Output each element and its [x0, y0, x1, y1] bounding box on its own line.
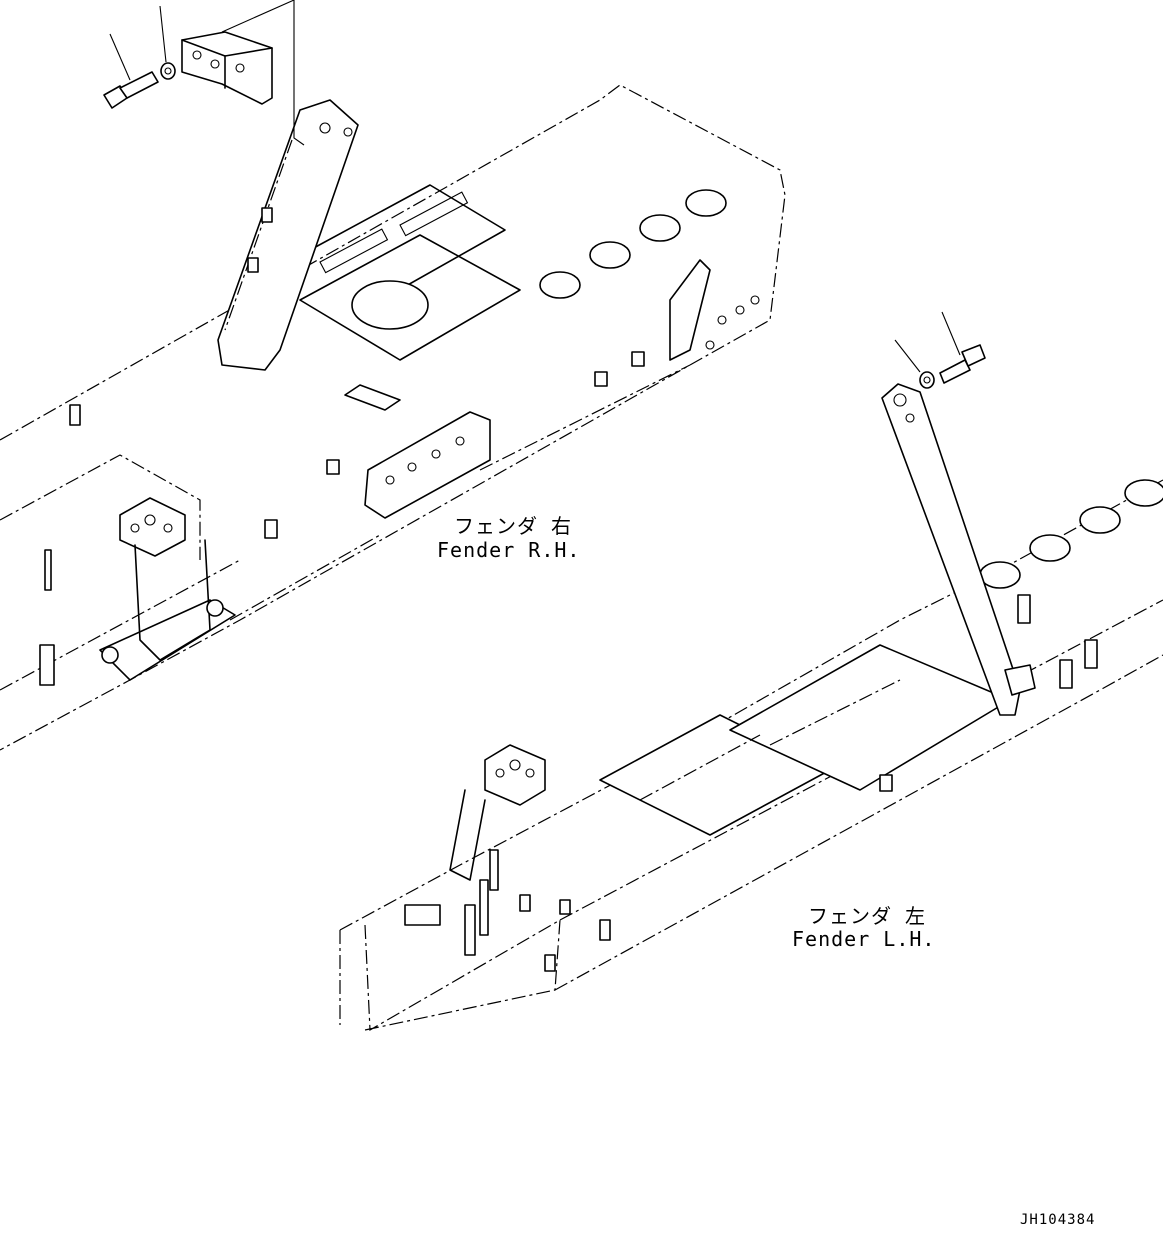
drawing-code: JH104384	[1020, 1212, 1096, 1228]
bolt-rh	[103, 5, 176, 109]
spacer-block-rh	[181, 0, 305, 146]
fender-rh-label-en: Fender R.H.	[437, 538, 581, 562]
upper-frame-rh	[0, 84, 786, 751]
stay-bracket-lh	[881, 383, 1036, 716]
fender-lh-label-en: Fender L.H.	[792, 927, 936, 951]
stay-bracket-rh	[217, 99, 359, 371]
fender-rh-label-jp: フェンダ 右	[454, 514, 573, 538]
lower-frame-lh	[339, 479, 1163, 1032]
fender-lh-label-jp: フェンダ 左	[808, 904, 927, 928]
bolt-lh	[894, 311, 986, 389]
